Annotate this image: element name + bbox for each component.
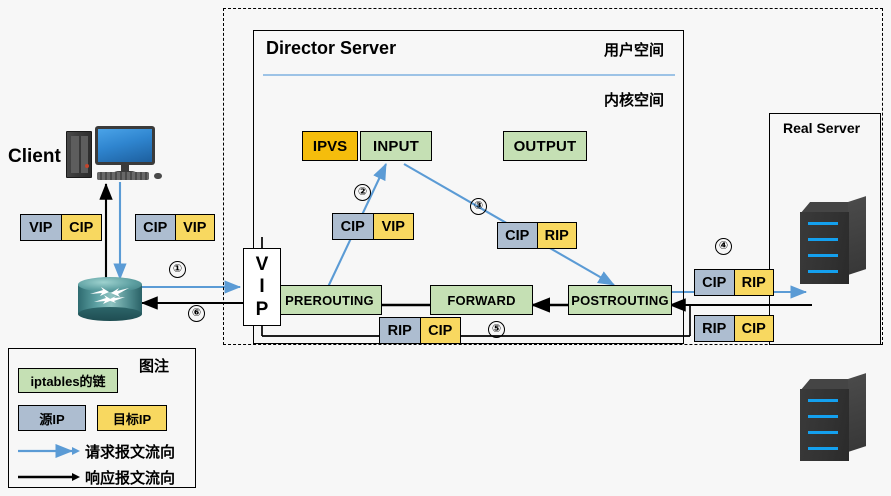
ipvs-box[interactable]: IPVS bbox=[302, 131, 358, 161]
client-label: Client bbox=[8, 146, 61, 167]
vip-letter-v: V bbox=[255, 253, 269, 275]
legend-title: 图注 bbox=[139, 358, 170, 375]
ip-label-client-request: CIP VIP bbox=[135, 214, 215, 241]
ip-src-value: VIP bbox=[21, 215, 61, 240]
real-server-label: Real Server bbox=[783, 120, 861, 136]
input-chain-box[interactable]: INPUT bbox=[360, 131, 432, 161]
ip-label-rs-response: RIP CIP bbox=[694, 315, 774, 342]
outer-dashed-frame bbox=[223, 8, 883, 345]
ip-src-value: CIP bbox=[695, 270, 734, 295]
legend-dst-ip-swatch: 目标IP bbox=[97, 405, 167, 431]
postrouting-chain-box[interactable]: POSTROUTING bbox=[568, 285, 672, 315]
real-server-box bbox=[769, 113, 881, 345]
legend-request-flow-label: 请求报文流向 bbox=[85, 444, 176, 461]
ip-src-value: RIP bbox=[380, 318, 420, 343]
legend-response-arrow-icon bbox=[18, 473, 80, 481]
ip-src-value: CIP bbox=[136, 215, 175, 240]
ip-label-director-return: RIP CIP bbox=[379, 317, 461, 344]
step-circle-2: ② bbox=[354, 184, 371, 201]
output-chain-box[interactable]: OUTPUT bbox=[503, 131, 587, 161]
ip-dst-value: RIP bbox=[733, 270, 773, 295]
ip-dst-value: RIP bbox=[536, 223, 576, 248]
prerouting-chain-box[interactable]: PREROUTING bbox=[277, 285, 382, 315]
ip-src-value: RIP bbox=[695, 316, 734, 341]
legend-response-flow-label: 响应报文流向 bbox=[85, 470, 176, 487]
forward-chain-box[interactable]: FORWARD bbox=[430, 285, 533, 315]
step-circle-4: ④ bbox=[715, 238, 732, 255]
ip-dst-value: CIP bbox=[60, 215, 101, 240]
director-server-box bbox=[253, 30, 684, 344]
pc-tower-icon bbox=[66, 131, 92, 178]
director-server-title: Director Server bbox=[266, 38, 397, 58]
ip-src-value: CIP bbox=[333, 214, 373, 239]
router-icon bbox=[78, 277, 142, 321]
ip-dst-value: VIP bbox=[372, 214, 413, 239]
user-space-label: 用户空间 bbox=[604, 42, 665, 59]
mouse-icon bbox=[154, 173, 162, 179]
ip-dst-value: CIP bbox=[733, 316, 773, 341]
ip-label-director-nat: CIP RIP bbox=[497, 222, 577, 249]
server-rack-icon bbox=[800, 195, 866, 284]
keyboard-icon bbox=[97, 172, 149, 180]
legend-src-ip-swatch: 源IP bbox=[18, 405, 86, 431]
step-circle-6: ⑥ bbox=[188, 305, 205, 322]
server-rack-icon bbox=[800, 372, 866, 461]
ip-label-client-response: VIP CIP bbox=[20, 214, 102, 241]
step-circle-3: ③ bbox=[470, 198, 487, 215]
kernel-space-label: 内核空间 bbox=[604, 92, 665, 109]
vip-letter-i: I bbox=[259, 276, 265, 298]
vip-letter-p: P bbox=[255, 299, 269, 321]
step-circle-5: ⑤ bbox=[488, 321, 505, 338]
ip-dst-value: CIP bbox=[419, 318, 460, 343]
step-circle-1: ① bbox=[169, 261, 186, 278]
user-kernel-separator bbox=[263, 74, 675, 76]
ip-dst-value: VIP bbox=[174, 215, 214, 240]
legend-chain-swatch: iptables的链 bbox=[18, 368, 118, 393]
ip-src-value: CIP bbox=[498, 223, 537, 248]
vip-interface-box: V I P bbox=[243, 248, 281, 326]
ip-label-rs-request: CIP RIP bbox=[694, 269, 774, 296]
ip-label-director-input: CIP VIP bbox=[332, 213, 414, 240]
legend-request-arrow-icon bbox=[18, 444, 80, 458]
